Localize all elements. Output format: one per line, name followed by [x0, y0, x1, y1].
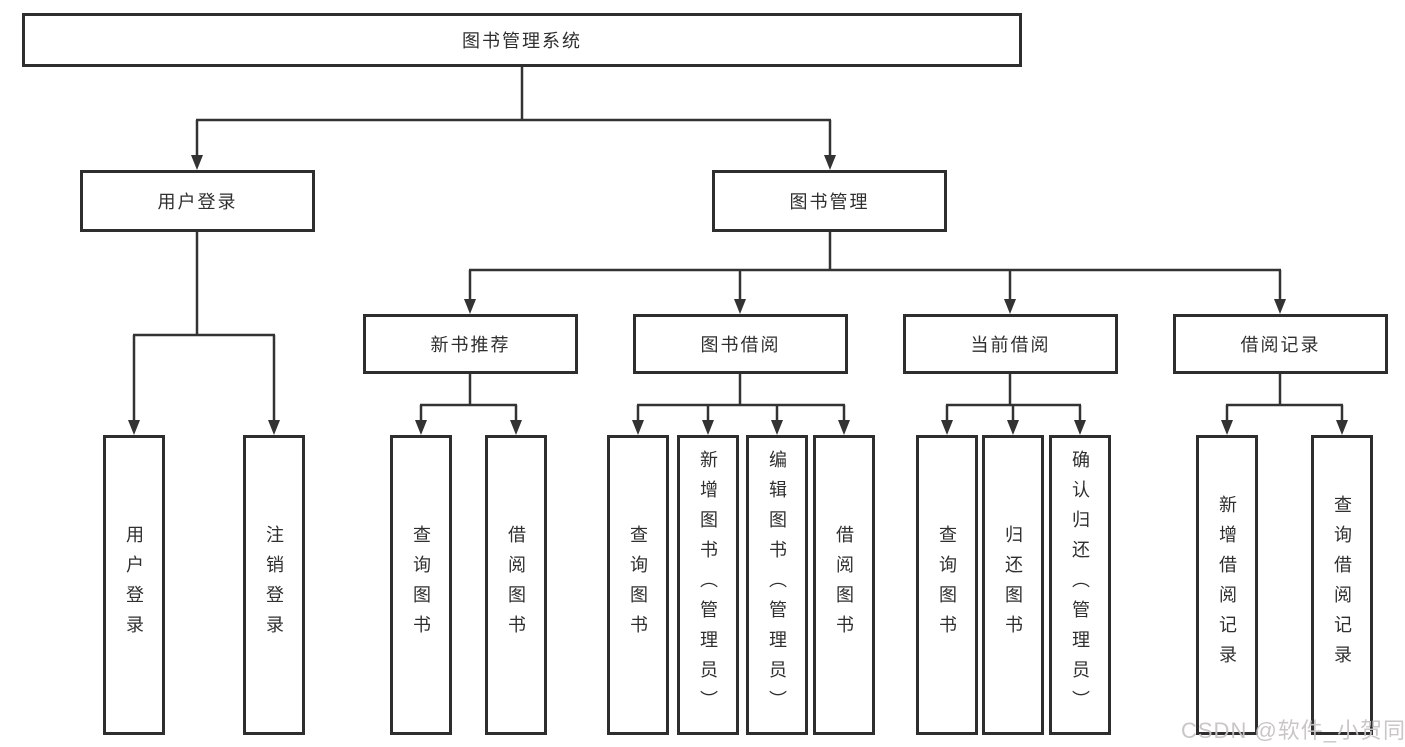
node-new-book-recommend-label: 新书推荐 — [430, 335, 511, 355]
leaf-confirm-return-admin-label: 确认归还（管理员） — [1070, 450, 1090, 720]
leaf-add-borrow-record: 新增借阅记录 — [1196, 435, 1258, 735]
leaf-query-borrow-record-label: 查询借阅记录 — [1332, 495, 1352, 675]
leaf-query-books-2: 查询图书 — [607, 435, 669, 735]
node-current-borrow-label: 当前借阅 — [970, 335, 1051, 355]
leaf-query-books-3-label: 查询图书 — [937, 525, 957, 645]
node-book-borrow-label: 图书借阅 — [700, 335, 781, 355]
leaf-borrow-books-1-label: 借阅图书 — [506, 525, 526, 645]
leaf-query-borrow-record: 查询借阅记录 — [1311, 435, 1373, 735]
node-root-label: 图书管理系统 — [462, 31, 582, 51]
leaf-logout-label: 注销登录 — [264, 525, 284, 645]
leaf-borrow-books-1: 借阅图书 — [485, 435, 547, 735]
leaf-confirm-return-admin: 确认归还（管理员） — [1049, 435, 1111, 735]
leaf-user-login-label: 用户登录 — [124, 525, 144, 645]
leaf-query-books-2-label: 查询图书 — [628, 525, 648, 645]
leaf-query-books-1-label: 查询图书 — [411, 525, 431, 645]
node-root: 图书管理系统 — [22, 13, 1022, 67]
node-new-book-recommend: 新书推荐 — [363, 314, 578, 374]
leaf-logout: 注销登录 — [243, 435, 305, 735]
leaf-return-books-label: 归还图书 — [1003, 525, 1023, 645]
node-borrow-records-label: 借阅记录 — [1240, 335, 1321, 355]
leaf-edit-book-admin: 编辑图书（管理员） — [746, 435, 808, 735]
node-book-management-label: 图书管理 — [789, 192, 870, 212]
leaf-query-books-3: 查询图书 — [916, 435, 978, 735]
arrowhead-icons — [128, 155, 1348, 435]
node-user-login: 用户登录 — [80, 170, 315, 232]
leaf-add-borrow-record-label: 新增借阅记录 — [1217, 495, 1237, 675]
leaf-borrow-books-2-label: 借阅图书 — [834, 525, 854, 645]
leaf-add-book-admin: 新增图书（管理员） — [677, 435, 739, 735]
node-user-login-label: 用户登录 — [157, 192, 238, 212]
leaf-edit-book-admin-label: 编辑图书（管理员） — [767, 450, 787, 720]
leaf-borrow-books-2: 借阅图书 — [813, 435, 875, 735]
node-book-management: 图书管理 — [712, 170, 947, 232]
node-current-borrow: 当前借阅 — [903, 314, 1118, 374]
leaf-user-login: 用户登录 — [103, 435, 165, 735]
node-borrow-records: 借阅记录 — [1173, 314, 1388, 374]
leaf-add-book-admin-label: 新增图书（管理员） — [698, 450, 718, 720]
watermark: CSDN @软件_小贺同学 — [1181, 718, 1405, 743]
leaf-query-books-1: 查询图书 — [390, 435, 452, 735]
leaf-return-books: 归还图书 — [982, 435, 1044, 735]
node-book-borrow: 图书借阅 — [633, 314, 848, 374]
